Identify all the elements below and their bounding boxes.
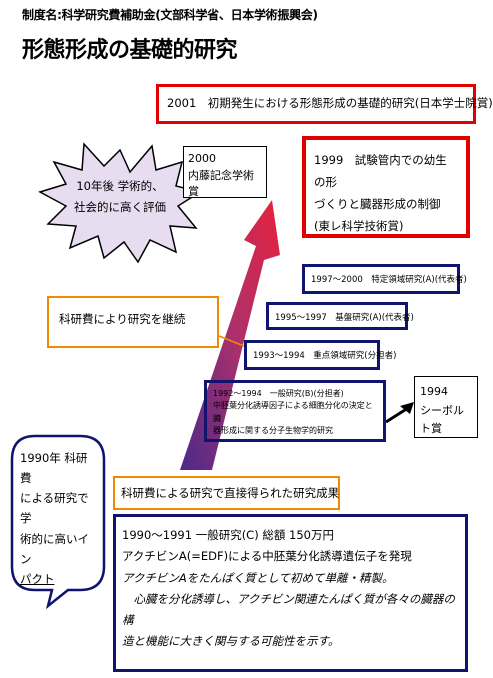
continue-connector bbox=[218, 335, 245, 347]
grant-1992-line-3: 器形成に関する分子生物学的研究 bbox=[213, 426, 333, 436]
award-2000-year: 2000 bbox=[188, 152, 216, 165]
project-line: 制度名:科学研究費補助金(文部科学省、日本学術振興会) bbox=[22, 8, 318, 22]
impact-callout: 1990年 科研費 による研究で学 術的に高いイン パクト bbox=[10, 436, 100, 586]
grant-1990-line-1: 1990～1991 一般研究(C) 総額 150万円 bbox=[122, 528, 334, 542]
grant-1992-line-1: 1992～1994 一般研究(B)(分担者) bbox=[213, 389, 344, 398]
award-2001-box: 2001 初期発生における形態形成の基礎的研究(日本学士院賞) bbox=[156, 84, 493, 124]
award-1994-box: 1994 シーボルト賞 bbox=[414, 376, 478, 438]
award-1994-arrow-line bbox=[385, 406, 409, 424]
grant-1993-box: 1993～1994 重点領域研究(分担者) bbox=[244, 340, 396, 370]
grant-1990-line-4: 心臓を分化誘導し、アクチビン関連たんぱく質が各々の臓器の構 bbox=[122, 591, 455, 628]
award-1999-line-2: づくりと臓器形成の制御 bbox=[314, 196, 441, 211]
results-callout: 科研費による研究で直接得られた研究成果 bbox=[113, 476, 340, 510]
grant-1990-line-2: アクチビンA(=EDF)による中胚葉分化誘導遺伝子を発現 bbox=[122, 549, 412, 564]
impact-line-3: 術的に高いイン bbox=[20, 531, 89, 566]
continue-callout: 科研費により研究を継続 bbox=[47, 296, 219, 348]
award-2000-box: 2000 内藤記念学術賞 bbox=[183, 146, 267, 198]
grant-1992-line-2: 中胚葉分化誘導因子による細胞分化の決定と臓 bbox=[213, 401, 373, 423]
page-title: 形態形成の基礎的研究 bbox=[22, 38, 238, 63]
grant-1997-box: 1997～2000 特定領域研究(A)(代表者) bbox=[302, 264, 467, 294]
impact-line-4: パクト bbox=[20, 571, 55, 586]
award-1994-year: 1994 bbox=[420, 385, 448, 398]
impact-speech-bubble bbox=[10, 434, 106, 610]
impact-burst bbox=[38, 142, 202, 264]
grant-1995-box: 1995～1997 基盤研究(A)(代表者) bbox=[266, 302, 414, 330]
award-1994-name: シーボルト賞 bbox=[420, 403, 464, 436]
award-2000-name: 内藤記念学術賞 bbox=[188, 168, 254, 199]
grant-1990-line-5: 造と機能に大きく関与する可能性を示す。 bbox=[122, 634, 340, 649]
burst-line-2: 社会的に高く評価 bbox=[74, 199, 166, 214]
award-1999-line-1: 1999 試験管内での幼生の形 bbox=[314, 153, 447, 189]
award-1994-arrowhead bbox=[400, 402, 414, 414]
grant-1990-line-3: アクチビンAをたんぱく質として初めて単離・精製。 bbox=[122, 570, 394, 585]
burst-text: 10年後 学術的、 社会的に高く評価 bbox=[60, 176, 180, 236]
award-1999-line-3: (東レ科学技術賞) bbox=[314, 218, 404, 233]
burst-line-1: 10年後 学術的、 bbox=[76, 179, 164, 193]
grant-1992-box: 1992～1994 一般研究(B)(分担者) 中胚葉分化誘導因子による細胞分化の… bbox=[204, 380, 386, 442]
impact-line-2: による研究で学 bbox=[20, 491, 89, 526]
impact-line-1: 1990年 科研費 bbox=[20, 451, 88, 486]
award-1999-box: 1999 試験管内での幼生の形 づくりと臓器形成の制御 (東レ科学技術賞) bbox=[302, 136, 470, 238]
grant-1990-box: 1990～1991 一般研究(C) 総額 150万円 アクチビンA(=EDF)に… bbox=[113, 514, 468, 672]
